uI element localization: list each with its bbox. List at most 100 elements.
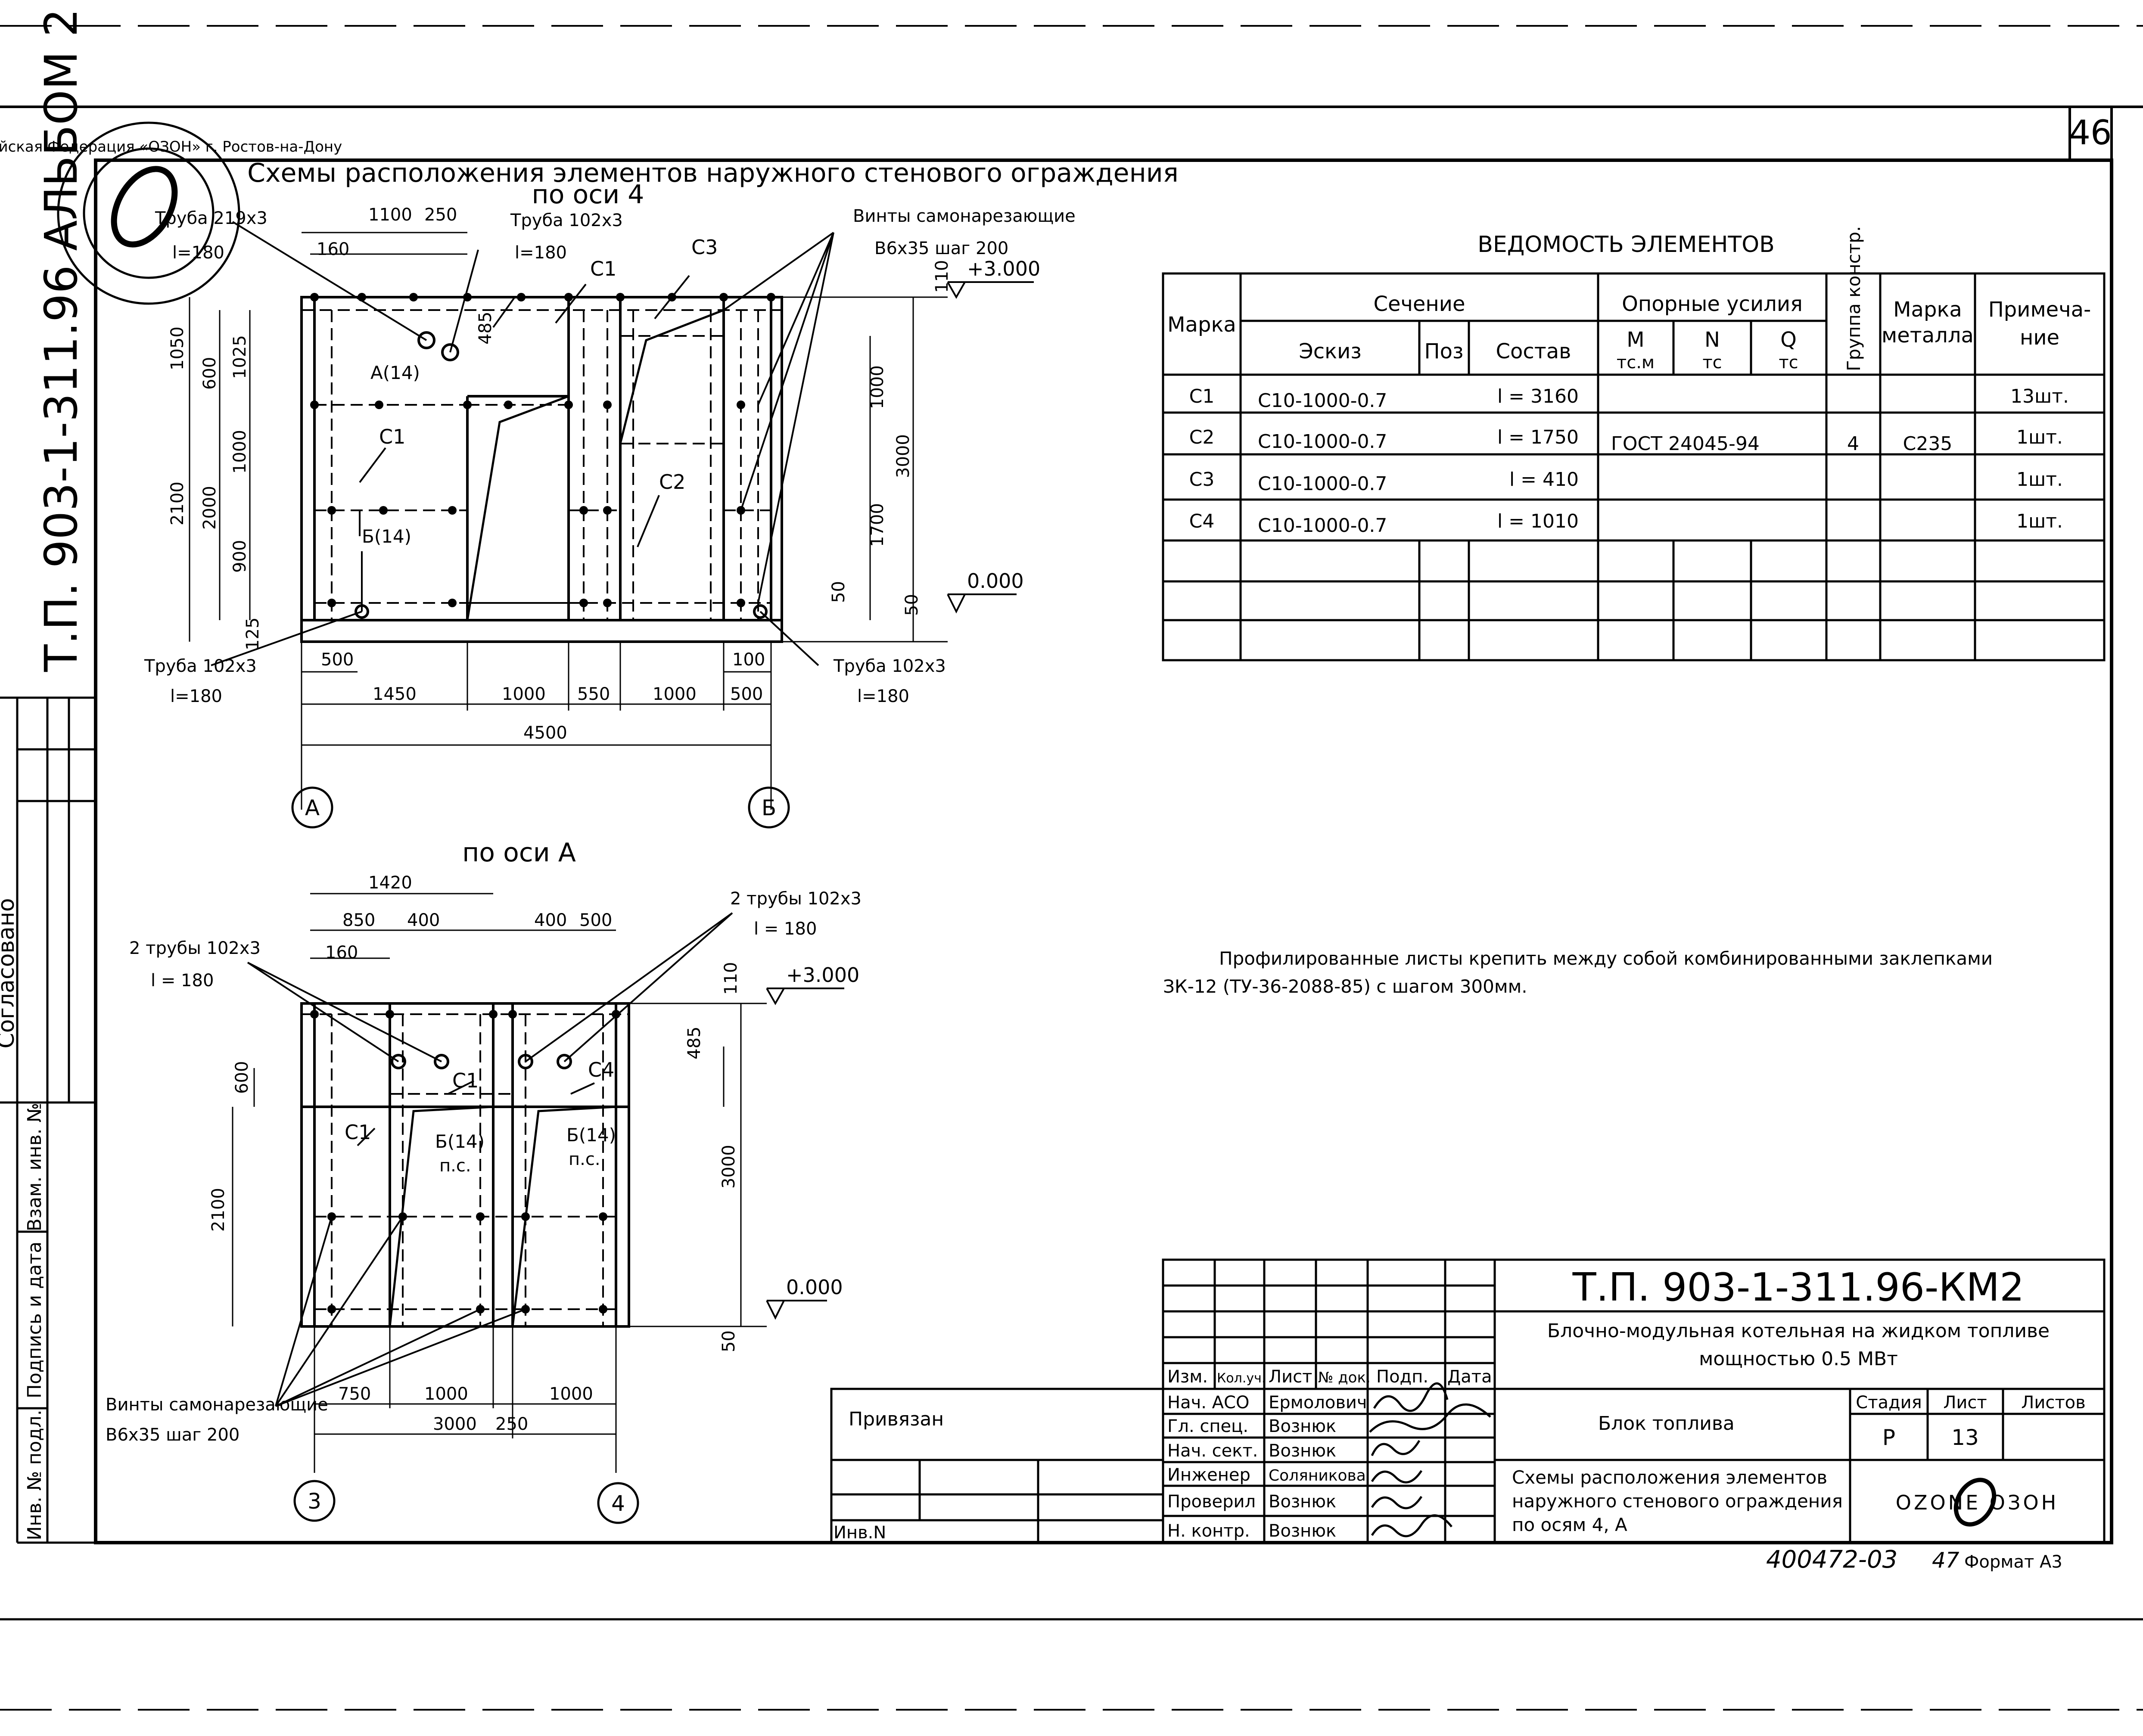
h-compose: Состав xyxy=(1496,339,1571,363)
callout-screws-spec: В6х35 шаг 200 xyxy=(874,239,1008,258)
tb-role-2: Гл. спец. xyxy=(1167,1416,1248,1436)
row2-compose: l = 1750 xyxy=(1497,426,1579,448)
dim-50a: 50 xyxy=(829,581,849,603)
tb-h-list: Лист xyxy=(1269,1367,1312,1387)
tb-name-1: Ермолович xyxy=(1269,1393,1367,1413)
h-note-1: Примеча- xyxy=(1988,298,2091,322)
callout-pipe-top: Труба 102х3 xyxy=(510,211,623,230)
tb-sheet-title-3: по осям 4, А xyxy=(1512,1514,1627,1535)
callout-pipe-left-len: l=180 xyxy=(170,686,222,706)
row4-compose: l = 1010 xyxy=(1497,510,1579,532)
dim-total: 4500 xyxy=(523,723,567,743)
row1-sketch: С10-1000-0.7 xyxy=(1258,390,1387,412)
tb-role-4: Инженер xyxy=(1167,1465,1250,1485)
dim-250: 250 xyxy=(424,205,457,225)
tb-sheet-title-2: наружного стенового ограждения xyxy=(1512,1491,1843,1512)
callout-pipe-right: Труба 102х3 xyxy=(833,656,946,676)
tb-name-2: Вознюк xyxy=(1269,1416,1336,1436)
spec-table-title: ВЕДОМОСТЬ ЭЛЕМЕНТОВ xyxy=(1477,232,1775,258)
tb-stage: Р xyxy=(1882,1425,1895,1450)
tb-role-1: Нач. АСО xyxy=(1167,1393,1249,1413)
strip-sign-date: Подпись и дата xyxy=(24,1242,46,1398)
a-dim-50: 50 xyxy=(719,1330,739,1352)
dim-485: 485 xyxy=(476,312,495,345)
axis-3-label: 3 xyxy=(308,1489,321,1514)
seal-text: Российская Федерация «ОЗОН» г. Ростов-на… xyxy=(0,138,342,155)
wall-elevation-axis-4 xyxy=(189,221,1034,829)
dim-b-550: 550 xyxy=(577,684,610,704)
tb-name-4: Соляникова xyxy=(1269,1467,1366,1484)
company-logo xyxy=(1953,1478,1997,1527)
callout-pipe-right-len: l=180 xyxy=(857,686,909,706)
h-q-unit: тс xyxy=(1779,353,1798,373)
a-dim-400b: 400 xyxy=(534,910,567,930)
row4-sketch: С10-1000-0.7 xyxy=(1258,515,1387,537)
h-m: М xyxy=(1627,328,1644,352)
tb-name-5: Вознюк xyxy=(1269,1492,1336,1512)
a-dim-750: 750 xyxy=(338,1384,371,1404)
archive-no2: 47 xyxy=(1932,1548,1959,1573)
a-mark-b14b: Б(14) xyxy=(566,1124,616,1146)
tb-unit: Блок топлива xyxy=(1598,1413,1735,1435)
drawing-title-line2: по оси 4 xyxy=(532,180,644,210)
row4-note: 1шт. xyxy=(2016,510,2063,532)
company-seal xyxy=(57,121,240,305)
a-callout-2pipes-left: 2 трубы 102х3 xyxy=(129,938,261,958)
strip-replace-inv: Взам. инв. № xyxy=(24,1103,46,1232)
h-q: Q xyxy=(1780,328,1797,352)
tb-sheet-title-1: Схемы расположения элементов xyxy=(1512,1467,1827,1488)
h-sketch: Эскиз xyxy=(1299,339,1362,363)
dim-1050: 1050 xyxy=(168,326,187,370)
a-dim-1000b: 1000 xyxy=(549,1384,593,1404)
title-block-grid xyxy=(830,1258,2106,1544)
level-zero-4: 0.000 xyxy=(967,569,1024,593)
tb-sheet: 13 xyxy=(1951,1425,1979,1450)
tb-h-stage: Стадия xyxy=(1856,1393,1922,1413)
mark-c2: С2 xyxy=(659,470,685,494)
a-level-top: +3.000 xyxy=(786,963,859,987)
h-m-unit: тс.м xyxy=(1617,353,1655,373)
mark-c1b: С1 xyxy=(379,425,405,448)
h-note-2: ние xyxy=(2020,326,2059,350)
axis-a-label: А xyxy=(305,795,320,820)
tb-role-5: Проверил xyxy=(1167,1492,1256,1512)
strip-inv-orig: Инв. № подл. xyxy=(24,1410,46,1540)
row2-note: 1шт. xyxy=(2016,426,2063,448)
callout-screws: Винты самонарезающие xyxy=(853,206,1076,226)
level-top-4: +3.000 xyxy=(967,257,1040,280)
dim-b-1450: 1450 xyxy=(373,684,417,704)
tb-h-sheet: Лист xyxy=(1943,1393,1987,1413)
dim-b-1000a: 1000 xyxy=(502,684,546,704)
a-callout-2pipes-right: 2 трубы 102х3 xyxy=(730,889,862,909)
h-section: Сечение xyxy=(1373,292,1465,316)
wall-elevation-axis-a xyxy=(232,893,844,1524)
callout-pipe-left: Труба 102х3 xyxy=(144,656,257,676)
a-dim-600: 600 xyxy=(232,1061,252,1094)
tb-code: Т.П. 903-1-311.96-КМ2 xyxy=(1572,1265,2025,1310)
tb-h-ndoc: № док. xyxy=(1318,1369,1371,1386)
h-forces: Опорные усилия xyxy=(1622,292,1803,316)
a-dim-2100: 2100 xyxy=(208,1188,228,1232)
h-metal-2: металла xyxy=(1882,323,1974,348)
a-mark-b14b-note: п.с. xyxy=(569,1149,600,1169)
h-n: N xyxy=(1704,328,1720,352)
note-line2: ЗК-12 (ТУ-36-2088-85) с шагом 300мм. xyxy=(1163,976,1527,997)
row1-mark: С1 xyxy=(1189,385,1215,407)
h-metal-1: Марка xyxy=(1893,298,1962,322)
tb-bound: Привязан xyxy=(849,1408,944,1430)
page-number: 46 xyxy=(2069,114,2112,152)
h-group: Группа констр. xyxy=(1843,226,1864,371)
metal-value: С235 xyxy=(1903,433,1953,455)
a-mark-c1b: С1 xyxy=(452,1069,479,1092)
dim-2100: 2100 xyxy=(168,481,187,525)
a-dim-3000-v: 3000 xyxy=(719,1145,739,1189)
h-n-unit: тс xyxy=(1702,353,1722,373)
a-mark-c4: С4 xyxy=(588,1058,614,1081)
trim-lines xyxy=(0,25,2143,1711)
left-binding-strip xyxy=(0,696,96,1544)
dim-900: 900 xyxy=(230,540,250,573)
a-dim-400a: 400 xyxy=(407,910,440,930)
forces-gost: ГОСТ 24045-94 xyxy=(1611,433,1760,455)
row2-mark: С2 xyxy=(1189,426,1215,448)
tb-h-podp: Подп. xyxy=(1376,1367,1428,1387)
